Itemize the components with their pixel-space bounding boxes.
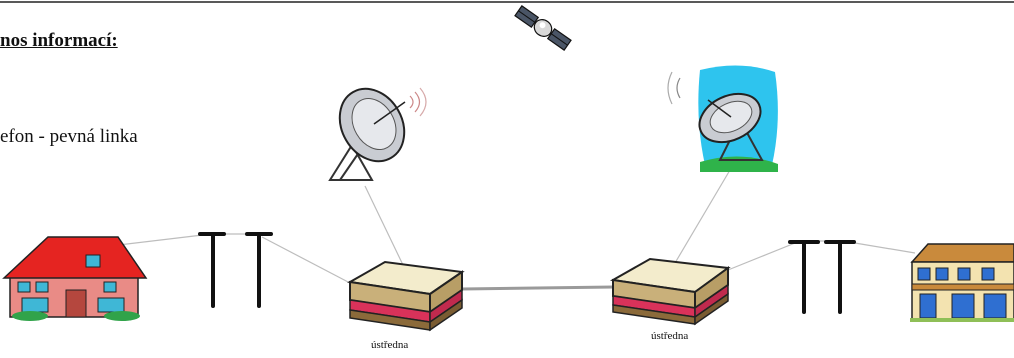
red-house-icon [2, 236, 148, 321]
telephone-pole-icon [198, 232, 226, 308]
telephone-poles-right [788, 240, 856, 314]
satellite-dish-left-icon [328, 87, 427, 181]
telephone-poles-left [198, 232, 273, 308]
wire-dish-exchange-right [674, 169, 731, 264]
exchange-box-left-icon [347, 260, 465, 332]
exchange-label-left: ústředna [371, 339, 409, 351]
satellite-dish-right-icon [667, 65, 778, 172]
wires [109, 169, 916, 284]
wire-exchange-pole-right [727, 240, 801, 271]
wire-dish-exchange-left [364, 185, 404, 266]
page-heading: nos informací: [0, 30, 118, 51]
exchange-label-right: ústředna [651, 330, 689, 342]
telephone-pole-icon [824, 240, 856, 314]
telephone-pole-icon [788, 240, 820, 314]
exchange-box-right-icon [609, 257, 731, 326]
satellite-icon [514, 5, 572, 51]
wire-pole-exchange-left [261, 236, 351, 284]
subtitle-text: efon - pevná linka [0, 126, 138, 147]
wire-house-left-pole [109, 233, 212, 247]
trunk-line [461, 285, 615, 291]
telephone-pole-icon [245, 232, 273, 308]
blue-house-icon [910, 243, 1014, 322]
